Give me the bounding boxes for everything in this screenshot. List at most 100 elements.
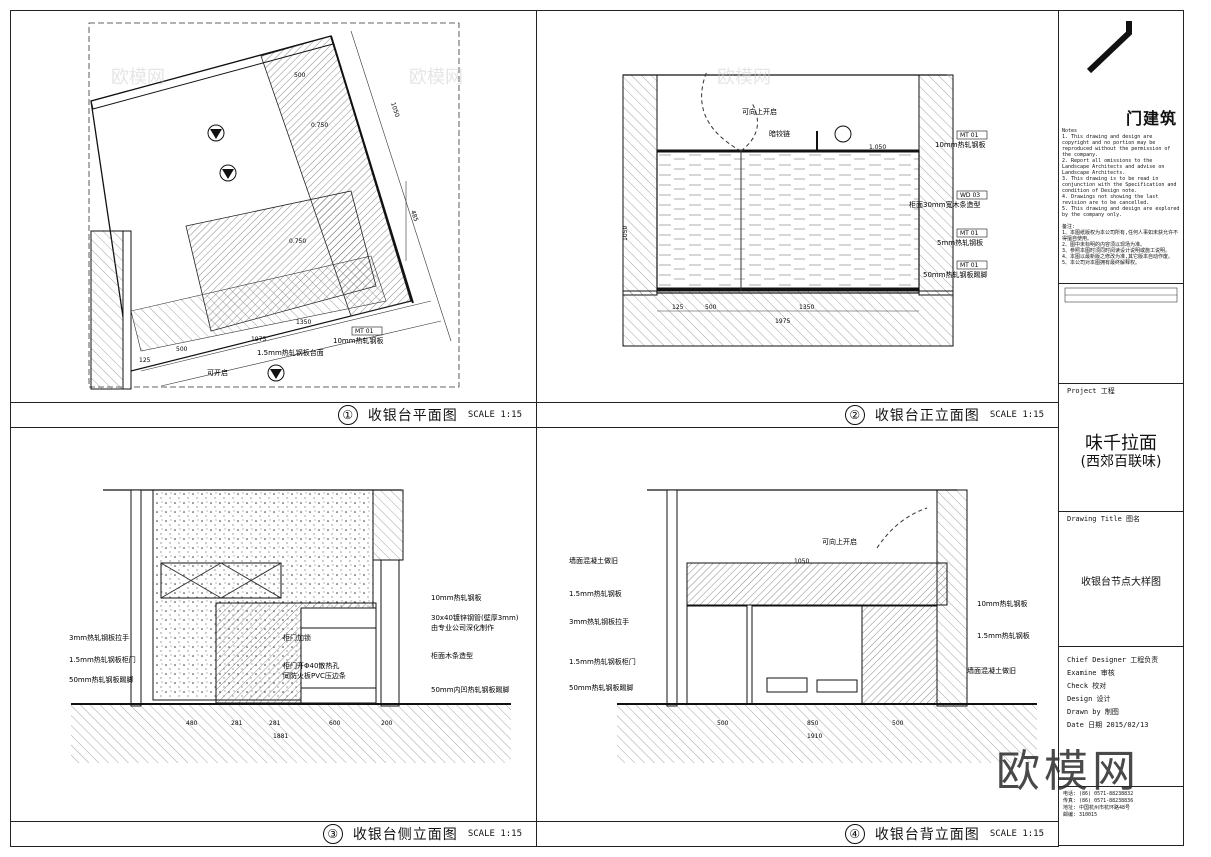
side-label-right-1: 10mm热轧钢板 xyxy=(431,593,482,602)
front-dim-1050: 1050 xyxy=(622,226,629,241)
front-label-hinge: 暗铰链 xyxy=(769,129,790,138)
contact-phone: 电话: (86) 0571-88238832 xyxy=(1063,791,1134,797)
back-dim-500b: 500 xyxy=(892,720,904,727)
front-tag-1: MT 01 xyxy=(960,132,979,139)
front-label-kick: 50mm热轧钢板踢脚 xyxy=(923,270,988,279)
plan-elev-2: 0.750 xyxy=(289,238,306,245)
side-label-left-2: 1.5mm热轧钢板柜门 xyxy=(69,655,136,664)
field-design: Design 设计 xyxy=(1067,695,1111,703)
back-dim-1050: 1050 xyxy=(794,558,809,565)
caption-title: 收银台正立面图 xyxy=(874,408,980,424)
revision-table xyxy=(1059,283,1183,383)
field-examine: Examine 审核 xyxy=(1067,669,1115,677)
front-elevation-drawing: 1.050 125 500 1350 1975 1050 可向上开启 暗铰链 M… xyxy=(622,67,988,347)
svg-text:1.050: 1.050 xyxy=(869,144,886,151)
plan-dim-1975: 1975 xyxy=(251,336,266,343)
brand-logo-mark xyxy=(1086,21,1132,74)
caption-side: ③ 收银台侧立面图 SCALE 1:15 xyxy=(11,821,536,846)
front-dim-125: 125 xyxy=(672,304,684,311)
caption-back: ④ 收银台背立面图 SCALE 1:15 xyxy=(537,821,1058,846)
side-dim-480: 480 xyxy=(186,720,198,727)
project-sub: (西郊百联味) xyxy=(1080,454,1162,470)
drawing-title-label: Drawing Title 图名 xyxy=(1059,511,1183,646)
notes-cn: 备注: 1、本图纸版权为本公司所有,任何人事如未获允许不得擅自使用。 2、图中未… xyxy=(1062,224,1179,266)
panel-back-elevation: 500 850 500 1910 1050 可向上开启 墙面混凝土做旧 1.5m… xyxy=(536,427,1059,847)
contact-postcode: 邮编: 310015 xyxy=(1063,812,1098,818)
side-label-right-3: 由专业公司深化制作 xyxy=(431,623,494,632)
side-dim-281: 281 xyxy=(231,720,243,727)
caption-title: 收银台侧立面图 xyxy=(352,827,458,843)
back-label-left-1: 墙面混凝土做旧 xyxy=(569,556,618,565)
side-label-left-1: 3mm热轧钢板拉手 xyxy=(69,633,129,642)
caption-scale: SCALE 1:15 xyxy=(467,829,522,839)
caption-plan: ① 收银台平面图 SCALE 1:15 xyxy=(11,402,536,427)
front-tag-2: WD 03 xyxy=(960,192,980,199)
caption-scale: SCALE 1:15 xyxy=(989,410,1044,420)
front-label-10mm: 10mm热轧钢板 xyxy=(935,140,986,149)
back-label-right-1: 10mm热轧钢板 xyxy=(977,599,1028,608)
back-dim-1910: 1910 xyxy=(807,733,822,740)
front-tag-3: MT 01 xyxy=(960,230,979,237)
back-label-lift: 可向上开启 xyxy=(822,537,857,546)
side-dim-281b: 281 xyxy=(269,720,281,727)
side-label-right-5: 柜门开Φ40散热孔 xyxy=(283,661,339,670)
project-name: 味千拉面 xyxy=(1085,433,1157,454)
brand-name: 门建筑 xyxy=(1125,109,1177,128)
caption-title: 收银台平面图 xyxy=(367,408,458,424)
drawing-title: 收银台节点大样图 xyxy=(1081,577,1161,588)
contact-fax: 传真: (86) 0571-88238836 xyxy=(1063,798,1134,804)
fields: Chief Designer 工程负责 Examine 审核 Check 校对 … xyxy=(1059,646,1183,786)
contact-block: 电话: (86) 0571-88238832 传真: (86) 0571-882… xyxy=(1059,786,1183,844)
panel-side-elevation: 480 281 281 600 200 1881 3mm热轧钢板拉手 1.5mm… xyxy=(10,427,537,847)
caption-number: ③ xyxy=(322,824,343,844)
caption-front: ② 收银台正立面图 SCALE 1:15 xyxy=(537,402,1058,427)
front-tag-4: MT 01 xyxy=(960,262,979,269)
watermark: 欧模网 xyxy=(409,67,463,88)
watermark: 欧模网 xyxy=(111,67,165,88)
front-label-5mm: 5mm热轧钢板 xyxy=(937,238,983,247)
back-label-left-2: 1.5mm热轧钢板 xyxy=(569,589,622,598)
field-drawn: Drawn by 制图 xyxy=(1067,708,1119,716)
plan-dim-500: 500 xyxy=(294,72,306,79)
caption-number: ① xyxy=(337,405,358,425)
side-dim-1881: 1881 xyxy=(273,733,288,740)
side-label-right-8: 50mm内凹热轧钢板踢脚 xyxy=(431,685,510,694)
back-label-right-3: 墙面混凝土做旧 xyxy=(967,666,1016,675)
back-dim-850: 850 xyxy=(807,720,819,727)
caption-title: 收银台背立面图 xyxy=(874,827,980,843)
side-dim-200: 200 xyxy=(381,720,393,727)
plan-elev-1: 0.750 xyxy=(311,122,328,129)
front-dim-1975: 1975 xyxy=(775,318,790,325)
project-label: Project 工程 xyxy=(1059,383,1183,423)
side-label-right-2: 30x40镀锌钢管(壁厚3mm) xyxy=(431,613,519,622)
back-label-left-3: 3mm热轧钢板拉手 xyxy=(569,617,629,626)
title-block: 门建筑 Notes 1. This drawing and design are… xyxy=(1058,10,1184,846)
notes-en: Notes 1. This drawing and design are cop… xyxy=(1062,128,1180,218)
side-label-right-6: 同防火板PVC压边条 xyxy=(283,671,346,680)
plan-drawing: 0.750 0.750 500 1050 485 1350 1975 500 1… xyxy=(88,22,463,390)
panel-plan: 0.750 0.750 500 1050 485 1350 1975 500 1… xyxy=(10,10,537,428)
plan-dim-485: 485 xyxy=(409,209,419,222)
front-dim-500: 500 xyxy=(705,304,717,311)
side-label-right-7: 柜面木条造型 xyxy=(431,651,473,660)
back-elevation-drawing: 500 850 500 1910 1050 可向上开启 墙面混凝土做旧 1.5m… xyxy=(569,489,1037,763)
plan-dim-1050: 1050 xyxy=(389,101,400,118)
panel-front-elevation: 1.050 125 500 1350 1975 1050 可向上开启 暗铰链 M… xyxy=(536,10,1059,428)
caption-scale: SCALE 1:15 xyxy=(467,410,522,420)
plan-label-open: 可开启 xyxy=(207,368,228,377)
contact-address: 地址: 中国杭州市杭环路48号 xyxy=(1063,805,1131,811)
plan-dim-125: 125 xyxy=(139,357,151,364)
back-label-left-5: 50mm热轧钢板踢脚 xyxy=(569,683,634,692)
field-chief: Chief Designer 工程负责 xyxy=(1067,656,1159,664)
caption-number: ② xyxy=(844,405,865,425)
plan-label-10mm: 10mm热轧钢板 xyxy=(333,336,384,345)
field-date: Date 日期 2015/02/13 xyxy=(1067,721,1149,729)
plan-dim-500b: 500 xyxy=(176,346,188,353)
plan-tag: MT 01 xyxy=(355,328,374,335)
back-dim-500: 500 xyxy=(717,720,729,727)
caption-scale: SCALE 1:15 xyxy=(989,829,1044,839)
plan-dim-1350: 1350 xyxy=(296,319,311,326)
back-label-left-4: 1.5mm热轧钢板柜门 xyxy=(569,657,636,666)
watermark: 欧模网 xyxy=(717,67,771,88)
